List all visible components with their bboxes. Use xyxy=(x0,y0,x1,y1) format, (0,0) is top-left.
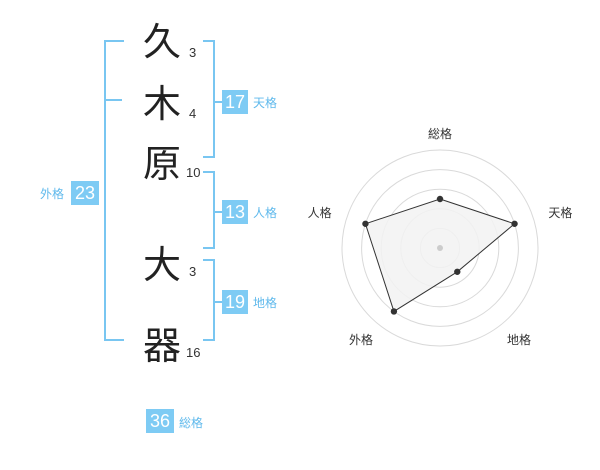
radar-points xyxy=(362,195,518,315)
kanji-char-1: 久 xyxy=(142,20,181,64)
stroke-count-5: 16 xyxy=(186,345,201,360)
radar-polygon xyxy=(364,198,516,313)
jinkaku-badge: 13 xyxy=(222,200,248,224)
radar-point-4 xyxy=(362,220,369,227)
kanji-char-5: 器 xyxy=(142,324,181,368)
jinkaku-label: 人格 xyxy=(253,206,278,220)
radar-point-2 xyxy=(454,268,461,275)
chikaku-badge: 19 xyxy=(222,290,248,314)
gaikaku-badge: 23 xyxy=(71,181,99,205)
stroke-count-3: 10 xyxy=(186,165,201,180)
kanji-char-2: 木 xyxy=(142,82,181,126)
radar-axis-label-4: 人格 xyxy=(308,205,332,220)
radar-point-3 xyxy=(390,308,398,315)
soukaku-badge: 36 xyxy=(146,409,174,433)
gaikaku-label: 外格 xyxy=(40,187,65,201)
tenkaku-badge: 17 xyxy=(222,90,248,114)
radar-center-dot xyxy=(437,245,443,251)
stroke-count-1: 3 xyxy=(189,45,197,60)
soukaku-label: 総格 xyxy=(179,416,204,430)
radar-point-1 xyxy=(511,220,518,227)
radar-ring-4 xyxy=(361,169,519,327)
radar-axis-label-2: 地格 xyxy=(507,332,531,347)
radar-point-0 xyxy=(436,195,444,203)
radar-axis-label-3: 外格 xyxy=(349,332,373,347)
stroke-count-4: 3 xyxy=(189,264,197,279)
tenkaku-label: 天格 xyxy=(253,96,278,110)
kanji-char-3: 原 xyxy=(142,142,181,186)
radar-ring-5 xyxy=(341,149,539,347)
radar-axis-label-1: 天格 xyxy=(548,205,572,220)
kanji-char-4: 大 xyxy=(142,243,181,287)
radar-axis-label-0: 総格 xyxy=(428,126,452,141)
stroke-count-2: 4 xyxy=(189,106,197,121)
chikaku-label: 地格 xyxy=(253,296,278,310)
